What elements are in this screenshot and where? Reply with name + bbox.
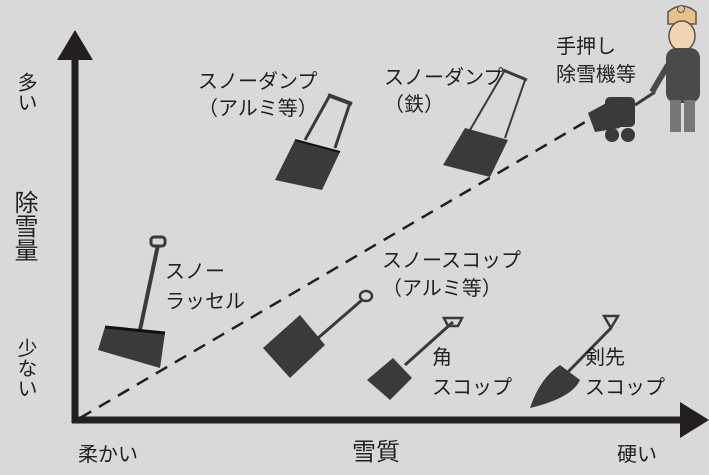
snow-pusher-illustration — [98, 235, 167, 368]
label-pointed-scoop: 剣先 スコップ — [585, 345, 665, 399]
person-illustration — [649, 5, 700, 132]
y-axis-arrowhead — [57, 30, 93, 60]
label-snow-scoop-alu: スノースコップ （アルミ等） — [382, 248, 521, 300]
pointed-scoop-illustration — [530, 314, 621, 408]
label-square-scoop: 角 スコップ — [432, 345, 512, 399]
snow-dump-iron-illustration — [443, 68, 528, 177]
snow-scoop-alu-illustration — [263, 289, 374, 378]
x-axis-title: 雪質 — [352, 438, 400, 466]
trend-dashed-line — [79, 116, 593, 420]
x-axis-arrowhead — [680, 402, 709, 438]
x-low-label: 柔かい — [78, 442, 138, 466]
label-snow-dump-alu: スノーダンプ （アルミ等） — [198, 69, 318, 120]
snow-blower-illustration — [588, 90, 656, 142]
label-snow-pusher: スノー ラッセル — [165, 259, 245, 313]
label-snow-blower: 手押し 除雪機等 — [556, 34, 636, 86]
label-snow-dump-iron: スノーダンプ （鉄） — [384, 65, 504, 116]
y-axis-title: 除雪量 — [10, 190, 38, 262]
y-low-label: 少ない — [14, 338, 38, 398]
x-high-label: 硬い — [617, 442, 657, 466]
snow-dump-alu-illustration — [275, 93, 353, 190]
square-scoop-illustration — [367, 316, 465, 400]
axes — [57, 30, 709, 438]
y-high-label: 多い — [14, 72, 38, 112]
